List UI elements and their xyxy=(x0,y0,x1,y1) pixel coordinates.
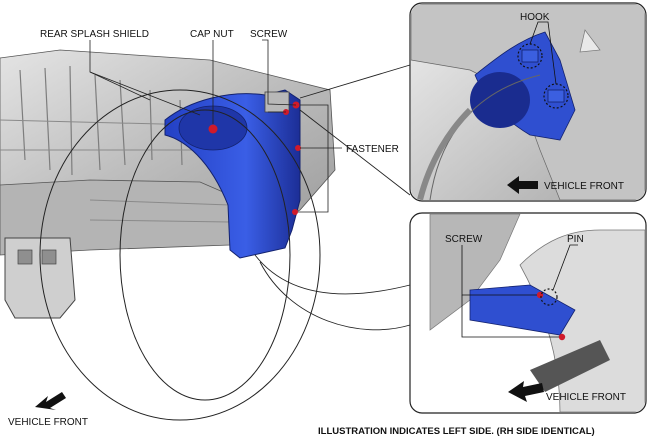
label-rear-splash-shield: REAR SPLASH SHIELD xyxy=(40,29,149,40)
detail-view-bottom: SCREW PIN VEHICLE FRONT xyxy=(409,212,647,414)
detail-bottom-shield xyxy=(469,284,576,336)
wheel-outline-inner xyxy=(119,109,291,401)
hook-clip xyxy=(547,89,565,103)
illustration-note: ILLUSTRATION INDICATES LEFT SIDE. (RH SI… xyxy=(318,426,595,437)
leader-screw xyxy=(262,39,297,106)
label-screw-detail: SCREW xyxy=(445,234,483,245)
cap-nut-marker xyxy=(208,124,218,134)
screw-marker xyxy=(558,333,566,341)
leader-rear-splash-shield-2 xyxy=(89,71,151,101)
label-vehicle-front-bottom: VEHICLE FRONT xyxy=(546,392,626,403)
fastener-marker xyxy=(295,145,301,151)
detail-top-arch-shadow xyxy=(470,72,530,128)
pin-indicator xyxy=(540,288,558,306)
wheel-outline-outer xyxy=(39,89,321,421)
detail-bottom-body xyxy=(429,214,521,331)
leader-screw-detail-2 xyxy=(461,295,559,338)
label-vehicle-front-main: VEHICLE FRONT xyxy=(8,417,88,428)
leader-hook xyxy=(529,21,557,85)
label-cap-nut: CAP NUT xyxy=(190,29,234,40)
screw-mount-block xyxy=(264,91,290,113)
detail-view-top: HOOK VEHICLE FRONT xyxy=(409,2,647,202)
label-fastener: FASTENER xyxy=(346,144,399,155)
label-pin: PIN xyxy=(567,234,584,245)
fastener-marker xyxy=(292,209,298,215)
bracket-slot xyxy=(41,249,57,265)
label-vehicle-front-top: VEHICLE FRONT xyxy=(544,181,624,192)
leader-fastener-bracket xyxy=(298,104,329,213)
detail-top-triangle-mark xyxy=(579,29,601,53)
callout-line-top-2 xyxy=(299,109,411,196)
hook-clip xyxy=(521,49,539,63)
bracket-slot xyxy=(17,249,33,265)
main-view: REAR SPLASH SHIELD CAP NUT SCREW FASTENE… xyxy=(0,29,411,428)
vehicle-front-arrow-icon xyxy=(35,392,66,410)
label-screw: SCREW xyxy=(250,29,288,40)
callout-line-bottom-2 xyxy=(259,261,411,331)
callout-line-top-1 xyxy=(299,64,411,99)
vehicle-front-arrow-icon xyxy=(508,381,544,402)
callout-line-bottom-1 xyxy=(254,254,411,295)
body-cross-ribs xyxy=(0,119,231,223)
leader-pin xyxy=(552,244,578,291)
label-hook: HOOK xyxy=(520,12,550,23)
vehicle-front-arrow-icon xyxy=(507,176,538,194)
